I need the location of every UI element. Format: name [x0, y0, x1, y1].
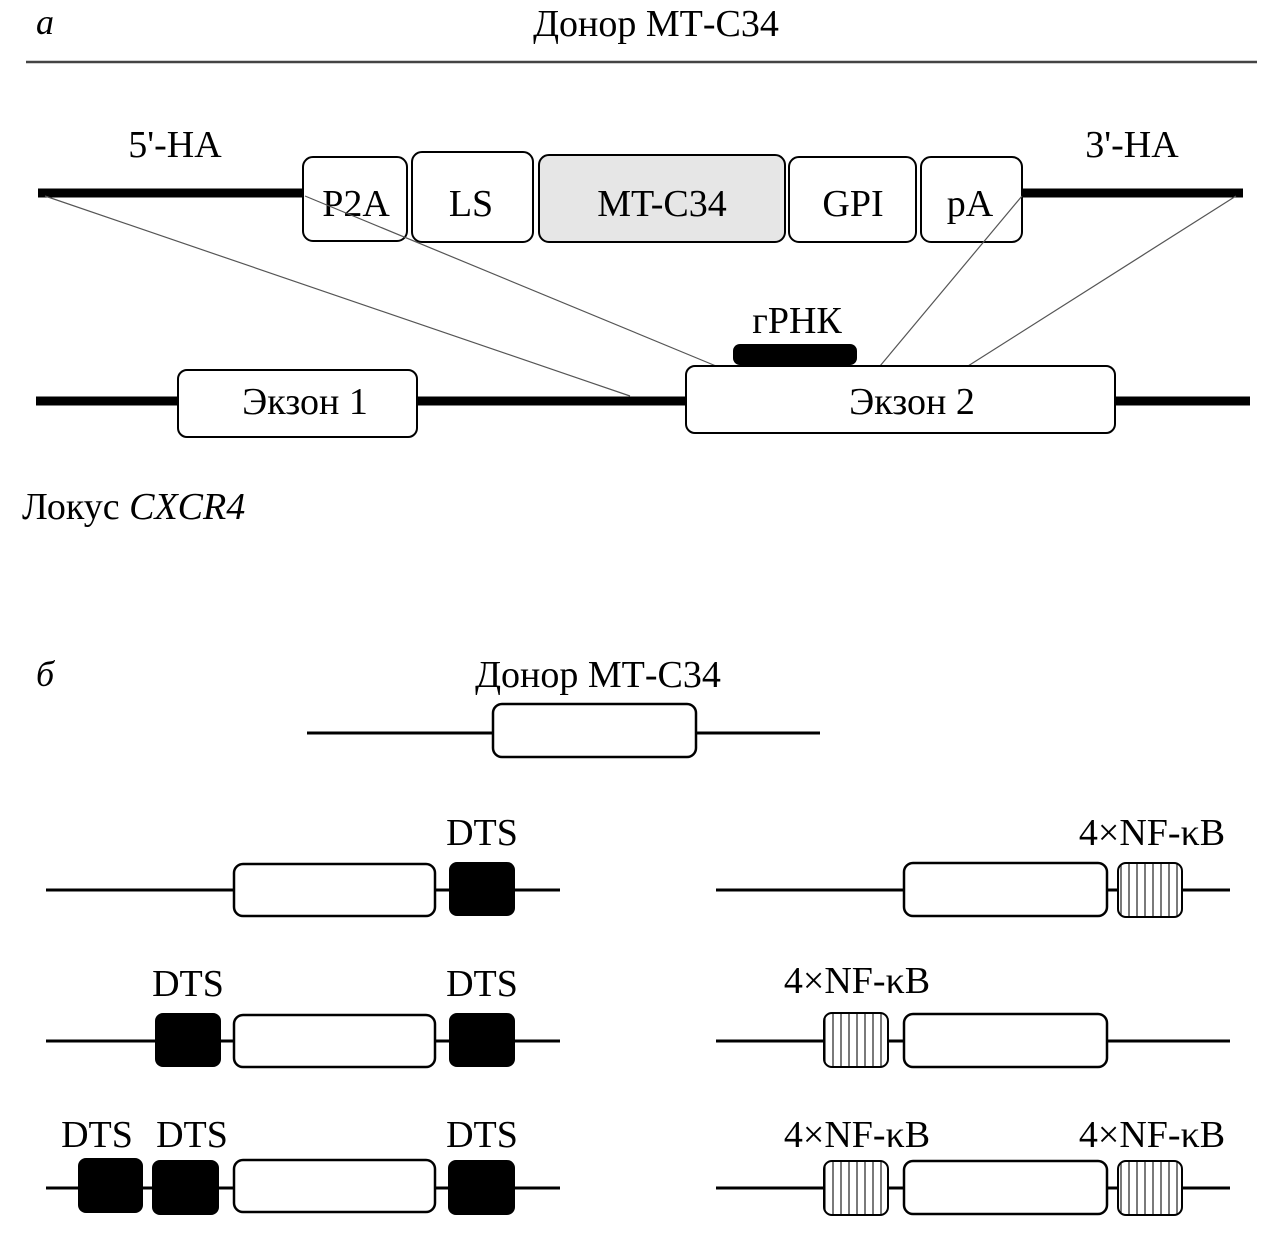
element-label: P2A [322, 183, 390, 225]
nfkb-construct: 4×NF-κB [716, 960, 1230, 1069]
element-label: GPI [822, 183, 883, 225]
label-5-ha: 5'-HA [128, 124, 222, 166]
cassette-box [232, 1158, 437, 1214]
cassette-box [232, 862, 437, 918]
dts-block [152, 1160, 219, 1215]
nfkb-label: 4×NF-κB [784, 960, 930, 1002]
nfkb-label: 4×NF-κB [1079, 1114, 1225, 1156]
element-label: MT-C34 [597, 183, 727, 225]
dts-construct: DTS DTS DTS [46, 1114, 560, 1215]
cassette-box [902, 861, 1109, 918]
nfkb-block [823, 1012, 889, 1068]
dts-label: DTS [156, 1114, 228, 1156]
recombination-lines [44, 195, 1237, 397]
nfkb-construct: 4×NF-κB [716, 812, 1230, 918]
nfkb-label: 4×NF-κB [1079, 812, 1225, 854]
dts-construct: DTS [46, 812, 560, 918]
locus-caption-prefix: Локус [22, 486, 129, 528]
exon-2-label: Экзон 2 [849, 381, 975, 423]
dts-block [78, 1158, 143, 1213]
nfkb-block [1117, 1160, 1183, 1216]
donor-box [491, 702, 698, 759]
panel-a-label: а [36, 2, 54, 42]
dts-label: DTS [446, 1114, 518, 1156]
dts-construct: DTS DTS [46, 963, 560, 1069]
grna-label: гРНК [752, 300, 842, 342]
locus-caption-gene: CXCR4 [129, 486, 245, 528]
label-3-ha: 3'-HA [1085, 124, 1179, 166]
panel-b-donor-title: Донор МТ-С34 [475, 654, 721, 696]
element-gpi [788, 156, 917, 243]
nfkb-label: 4×NF-κB [784, 1114, 930, 1156]
dts-block [448, 1160, 515, 1215]
dts-block [449, 1013, 515, 1067]
element-p2a [302, 156, 408, 242]
dts-block [449, 862, 515, 916]
grna-bar [733, 344, 857, 365]
exon-1 [177, 369, 418, 438]
panel-a-title: Донор МТ-С34 [533, 3, 779, 45]
dts-label: DTS [446, 812, 518, 854]
element-label: LS [449, 183, 493, 225]
exon-1-label: Экзон 1 [242, 381, 368, 423]
panel-b-label: б [36, 654, 56, 694]
element-ls [411, 151, 534, 243]
nfkb-block [823, 1160, 889, 1216]
exon-2 [685, 365, 1116, 434]
dts-label: DTS [152, 963, 224, 1005]
cassette-box [902, 1159, 1109, 1216]
dts-block [155, 1013, 221, 1067]
nfkb-construct: 4×NF-κB 4×NF-κB [716, 1114, 1230, 1216]
dts-label: DTS [61, 1114, 133, 1156]
element-label: pA [947, 183, 994, 225]
cassette-box [232, 1013, 437, 1069]
dts-label: DTS [446, 963, 518, 1005]
donor-cassette: P2A LS MT-C34 GPI pA [302, 151, 1023, 243]
element-pa [920, 156, 1023, 243]
cassette-box [902, 1012, 1109, 1069]
element-mt-c34 [538, 154, 786, 243]
locus-caption: Локус CXCR4 [22, 486, 245, 528]
nfkb-block [1117, 862, 1183, 918]
